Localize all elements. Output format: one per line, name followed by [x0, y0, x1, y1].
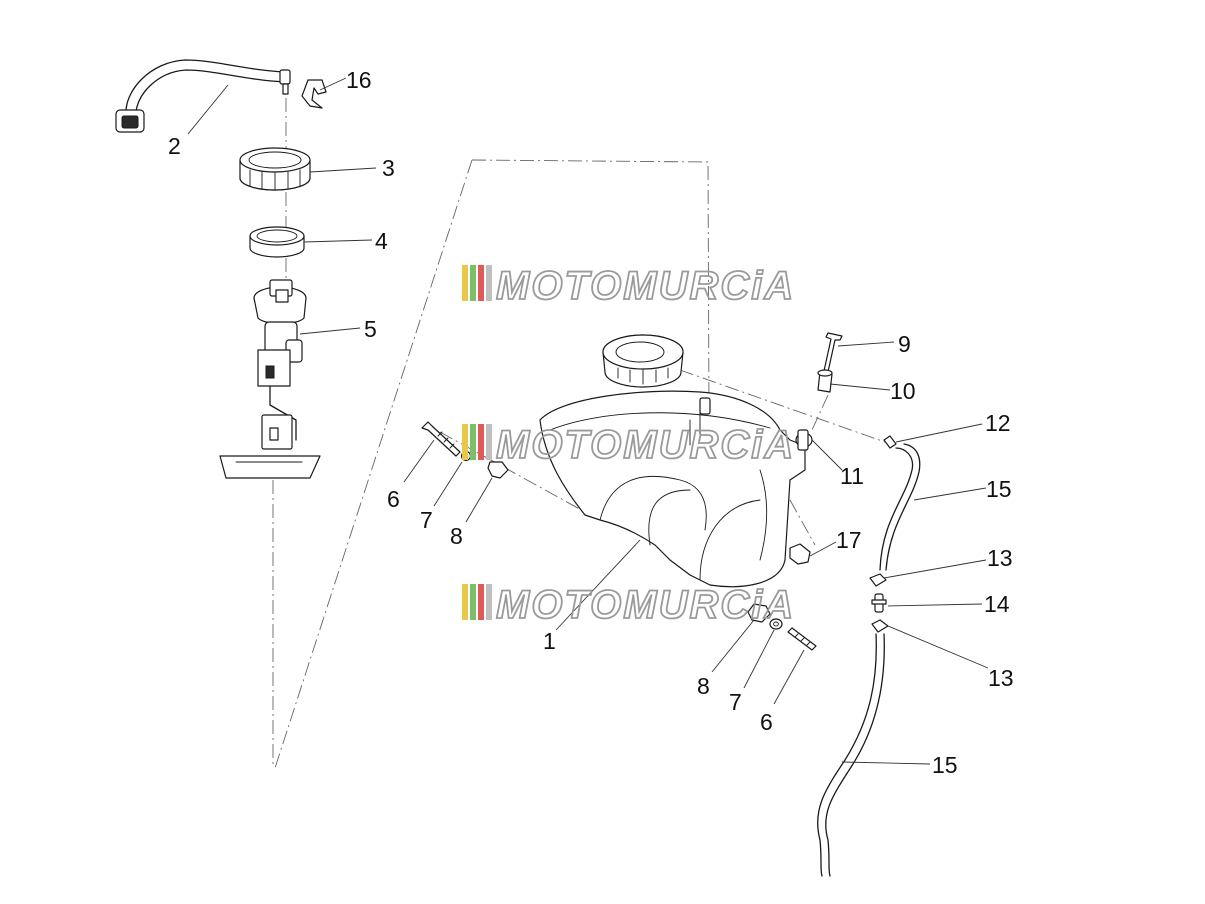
callout-7: 7	[420, 507, 433, 533]
callout-17: 17	[836, 527, 862, 553]
callout-6: 6	[387, 486, 400, 512]
callout-13: 13	[988, 665, 1014, 691]
fuel-pump-part-5	[219, 279, 321, 479]
watermark-middle: MOTOMURCiA	[462, 422, 795, 468]
leader-lines	[187, 77, 989, 765]
svg-text:MOTOMURCiA: MOTOMURCiA	[496, 264, 795, 308]
callout-9: 9	[898, 331, 911, 357]
svg-text:MOTOMURCiA: MOTOMURCiA	[496, 583, 795, 627]
watermark-top: MOTOMURCiA	[462, 263, 795, 309]
gasket-part-4	[249, 226, 305, 258]
clip-part-16	[301, 79, 327, 109]
fuel-hose-part-2	[115, 59, 291, 133]
assembly-lines	[272, 98, 886, 769]
svg-text:MOTOMURCiA: MOTOMURCiA	[496, 423, 795, 467]
watermark-bottom: MOTOMURCiA	[462, 582, 795, 628]
ring-nut-part-3	[239, 147, 311, 191]
hoses-part-15	[816, 443, 921, 877]
callout-3: 3	[382, 155, 395, 181]
callout-14: 14	[984, 591, 1010, 617]
small-parts	[421, 332, 897, 651]
callout-10: 10	[890, 378, 916, 404]
callout-4: 4	[375, 228, 388, 254]
callout-7: 7	[729, 689, 742, 715]
callout-8: 8	[697, 673, 710, 699]
callout-8: 8	[450, 523, 463, 549]
callout-6: 6	[760, 709, 773, 735]
callout-1: 1	[543, 628, 556, 654]
callout-15: 15	[986, 476, 1012, 502]
callout-2: 2	[168, 133, 181, 159]
callout-13: 13	[987, 545, 1013, 571]
callout-11: 11	[840, 463, 864, 489]
callout-labels: 16 2 3 4 5 6 7 8 1 9 10 11 12 15 17 13 1…	[168, 67, 1014, 778]
callout-16: 16	[346, 67, 372, 93]
fuel-tank-part-1	[539, 334, 806, 588]
callout-5: 5	[364, 316, 377, 342]
callout-12: 12	[985, 410, 1011, 436]
callout-15: 15	[932, 752, 958, 778]
